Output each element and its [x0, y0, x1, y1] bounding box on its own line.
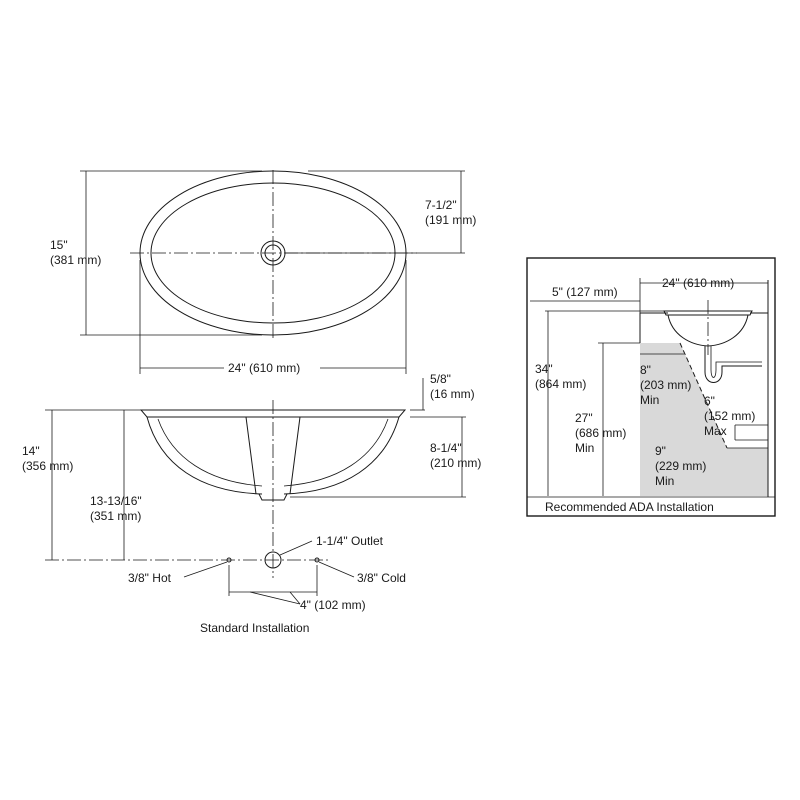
supply-spacing-label: 4" (102 mm)	[300, 598, 366, 612]
depth-label-mm: (381 mm)	[50, 253, 101, 267]
spacing-leader-b	[289, 591, 301, 605]
cold-leader	[318, 561, 355, 578]
standard-caption: Standard Installation	[200, 621, 309, 635]
rim-height-in: 34"	[535, 362, 553, 376]
rim-height-mm: (864 mm)	[535, 377, 586, 391]
bowl-inner	[157, 418, 389, 487]
knee-depth-mm: (203 mm)	[640, 378, 691, 392]
toe-in: 9"	[655, 444, 666, 458]
rim-label-in: 5/8"	[430, 372, 451, 386]
section-view: 5/8" (16 mm) 8-1/4" (210 mm) 14" (356 mm…	[22, 372, 481, 635]
top-view: 15" (381 mm) 7-1/2" (191 mm) 24" (610 mm…	[50, 170, 476, 375]
outlet-label: 1-1/4" Outlet	[316, 534, 384, 548]
ada-drain-trap	[704, 346, 762, 383]
outlet-leader	[279, 540, 313, 556]
rim-label-mm: (16 mm)	[430, 387, 475, 401]
hot-supply-point	[226, 557, 232, 563]
spacing-leader-a	[249, 591, 301, 605]
toe-mm: (229 mm)	[655, 459, 706, 473]
ada-drain-trap-2	[710, 346, 762, 378]
knee-height-mm: (686 mm)	[575, 426, 626, 440]
hot-leader	[183, 561, 228, 578]
trap-mm: (152 mm)	[704, 409, 755, 423]
offset-label-in: 7-1/2"	[425, 198, 457, 212]
overall-height-mm: (356 mm)	[22, 459, 73, 473]
trap-in: 6"	[704, 394, 715, 408]
ada-sink-rim	[663, 310, 753, 316]
knee-clearance-zone	[640, 343, 768, 496]
offset-label-mm: (191 mm)	[425, 213, 476, 227]
ada-view: 24" (610 mm) 5" (127 mm) 34" (864 mm) 27…	[526, 257, 776, 517]
knee-depth-in: 8"	[640, 363, 651, 377]
knee-height-in: 27"	[575, 411, 593, 425]
toe-min: Min	[655, 474, 674, 488]
ada-width-label: 24" (610 mm)	[662, 276, 734, 290]
knee-height-min: Min	[575, 441, 594, 455]
ada-countertop	[639, 312, 768, 343]
outlet-height-mm: (351 mm)	[90, 509, 141, 523]
width-label: 24" (610 mm)	[228, 361, 300, 375]
trap-max: Max	[704, 424, 727, 438]
setback-label: 5" (127 mm)	[552, 285, 618, 299]
knee-profile-line	[679, 342, 728, 449]
ada-frame	[526, 257, 776, 517]
drain-body	[245, 416, 301, 495]
cold-supply-point	[314, 557, 320, 563]
hot-label: 3/8" Hot	[128, 571, 172, 585]
bowl-depth-mm: (210 mm)	[430, 456, 481, 470]
cold-label: 3/8" Cold	[357, 571, 406, 585]
overall-height-in: 14"	[22, 444, 40, 458]
outlet-height-in: 13-13/16"	[90, 494, 142, 508]
outlet-circle	[264, 551, 282, 569]
bowl-depth-in: 8-1/4"	[430, 441, 462, 455]
ada-caption: Recommended ADA Installation	[545, 500, 714, 514]
depth-label-in: 15"	[50, 238, 68, 252]
bowl-outer	[146, 416, 400, 495]
knee-depth-min: Min	[640, 393, 659, 407]
